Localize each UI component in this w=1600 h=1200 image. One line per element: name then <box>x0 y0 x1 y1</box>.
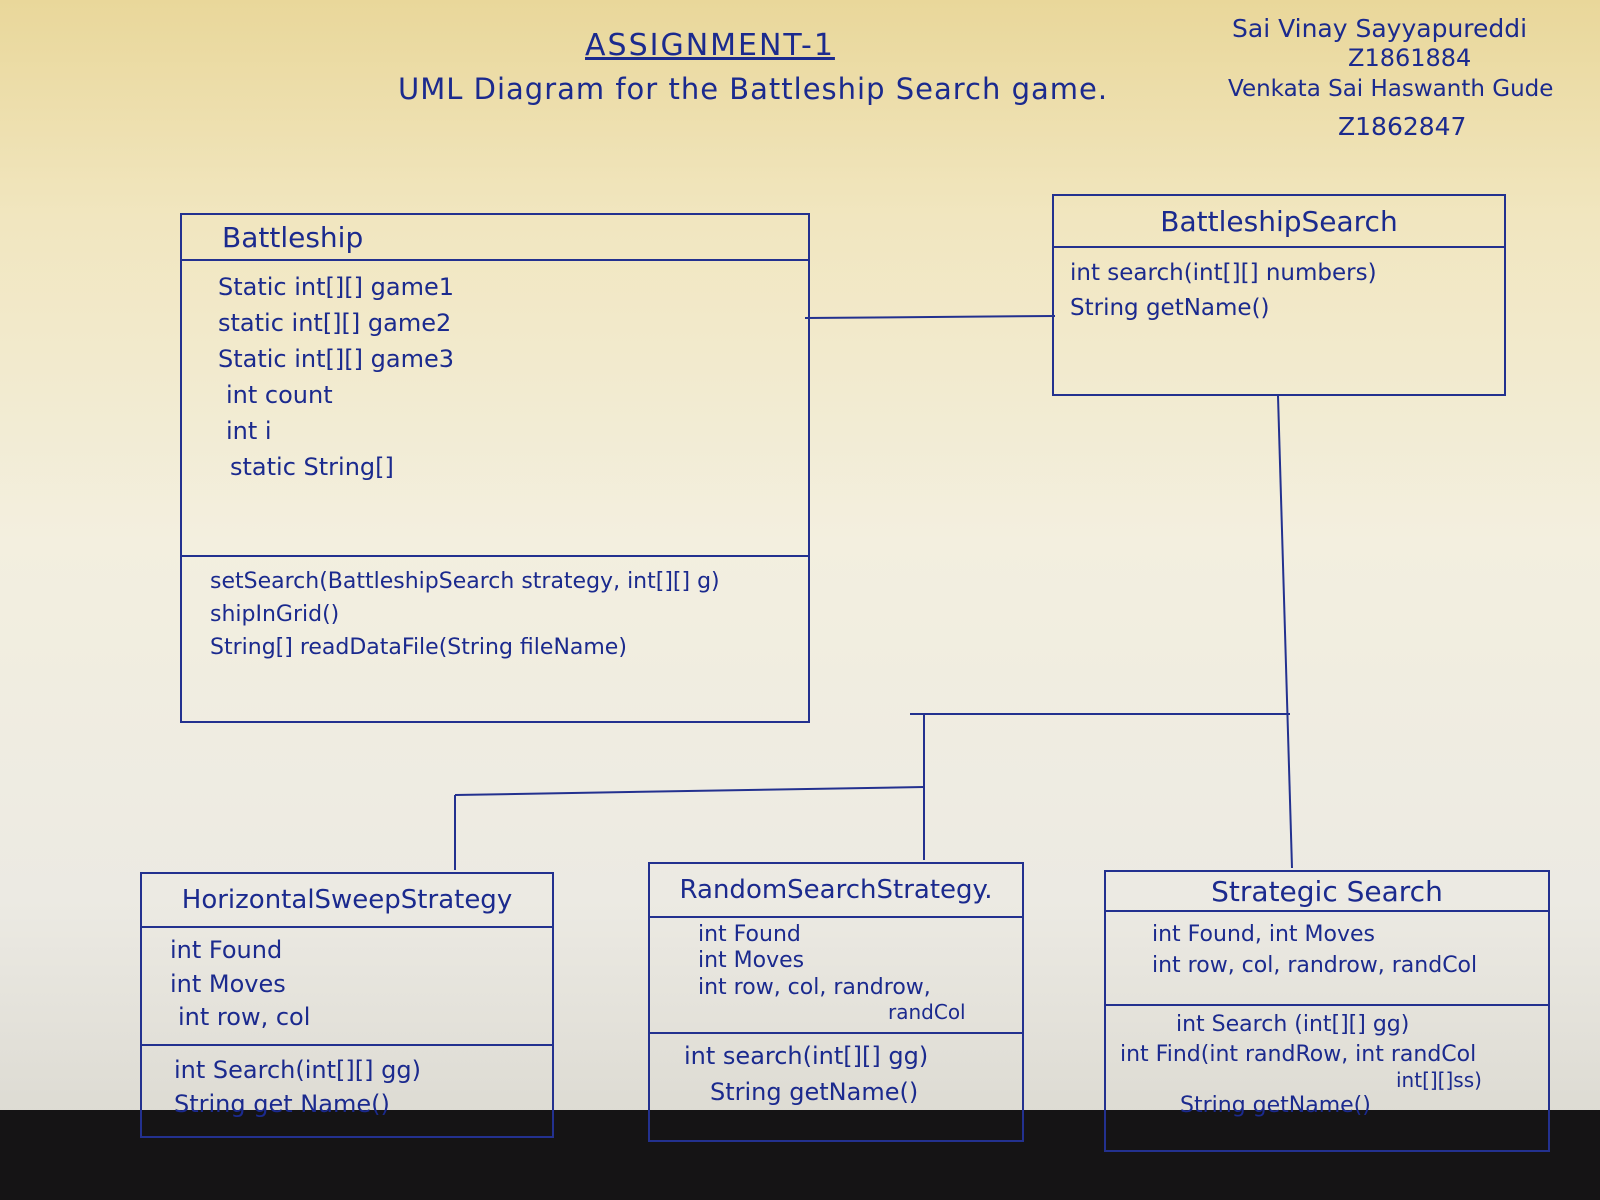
method: int[][]ss) <box>1396 1068 1482 1093</box>
attribute: static int[][] game2 <box>218 309 452 337</box>
class-battleship-name: Battleship <box>182 215 808 261</box>
method: String get Name() <box>174 1089 390 1118</box>
method: setSearch(BattleshipSearch strategy, int… <box>210 569 720 594</box>
branch-upper-left <box>454 786 925 796</box>
attribute: int row, col <box>178 1003 311 1032</box>
class-battleship-search-name: BattleshipSearch <box>1054 196 1504 248</box>
diagram-subtitle: UML Diagram for the Battleship Search ga… <box>398 72 1109 106</box>
attribute: int count <box>226 381 333 409</box>
attribute: randCol <box>888 1000 966 1025</box>
association-line <box>804 315 1056 319</box>
method: String getName() <box>1070 294 1270 321</box>
attribute: int row, col, randrow, randCol <box>1152 952 1478 978</box>
attribute: Static int[][] game3 <box>218 345 454 373</box>
class-strategic-search-methods: int Search (int[][] gg) int Find(int ran… <box>1106 1006 1548 1129</box>
method: String[] readDataFile(String fileName) <box>210 635 627 660</box>
class-strategic-search-attributes: int Found, int Moves int row, col, randr… <box>1106 912 1548 1006</box>
class-battleship-attributes: Static int[][] game1 static int[][] game… <box>182 261 808 557</box>
class-strategic-search: Strategic Search int Found, int Moves in… <box>1104 870 1550 1152</box>
method: String getName() <box>710 1078 919 1106</box>
class-battleship: Battleship Static int[][] game1 static i… <box>180 213 810 723</box>
class-random-search-name: RandomSearchStrategy. <box>650 864 1022 918</box>
method: int Search(int[][] gg) <box>174 1056 421 1084</box>
attribute: static String[] <box>230 453 394 481</box>
method: int Find(int randRow, int randCol <box>1120 1041 1477 1067</box>
author-2-name: Venkata Sai Haswanth Gude <box>1228 76 1554 102</box>
author-1-name: Sai Vinay Sayyapureddi <box>1232 14 1528 43</box>
method: int search(int[][] numbers) <box>1070 260 1377 286</box>
attribute: int Found, int Moves <box>1152 922 1375 947</box>
class-random-search-attributes: int Found int Moves int row, col, randro… <box>650 918 1022 1034</box>
class-battleship-methods: setSearch(BattleshipSearch strategy, int… <box>182 557 808 672</box>
attribute: int Moves <box>698 948 805 974</box>
class-horizontal-sweep-strategy: HorizontalSweepStrategy int Found int Mo… <box>140 872 554 1138</box>
class-horizontal-sweep-name: HorizontalSweepStrategy <box>142 874 552 928</box>
attribute: int Found <box>698 922 801 947</box>
class-strategic-search-name: Strategic Search <box>1106 872 1548 912</box>
attribute: int i <box>226 417 272 445</box>
attribute: Static int[][] game1 <box>218 273 454 301</box>
assignment-title: ASSIGNMENT-1 <box>585 28 835 63</box>
attribute: int row, col, randrow, <box>698 974 931 1000</box>
method: int Search (int[][] gg) <box>1176 1012 1410 1037</box>
attribute: int Found <box>170 936 283 964</box>
class-horizontal-sweep-attributes: int Found int Moves int row, col <box>142 928 552 1046</box>
author-1-id: Z1861884 <box>1348 44 1472 72</box>
class-horizontal-sweep-methods: int Search(int[][] gg) String get Name() <box>142 1046 552 1129</box>
attribute: int Moves <box>170 969 286 998</box>
method: shipInGrid() <box>210 602 340 627</box>
class-random-search-strategy: RandomSearchStrategy. int Found int Move… <box>648 862 1024 1142</box>
inheritance-trunk <box>1277 395 1293 869</box>
photo-background-edge <box>0 1110 1600 1200</box>
method: int search(int[][] gg) <box>684 1042 929 1070</box>
method: String getName() <box>1180 1093 1371 1119</box>
author-2-id: Z1862847 <box>1338 112 1467 141</box>
class-battleship-search-methods: int search(int[][] numbers) String getNa… <box>1054 248 1504 333</box>
class-random-search-methods: int search(int[][] gg) String getName() <box>650 1034 1022 1118</box>
class-battleship-search: BattleshipSearch int search(int[][] numb… <box>1052 194 1506 396</box>
